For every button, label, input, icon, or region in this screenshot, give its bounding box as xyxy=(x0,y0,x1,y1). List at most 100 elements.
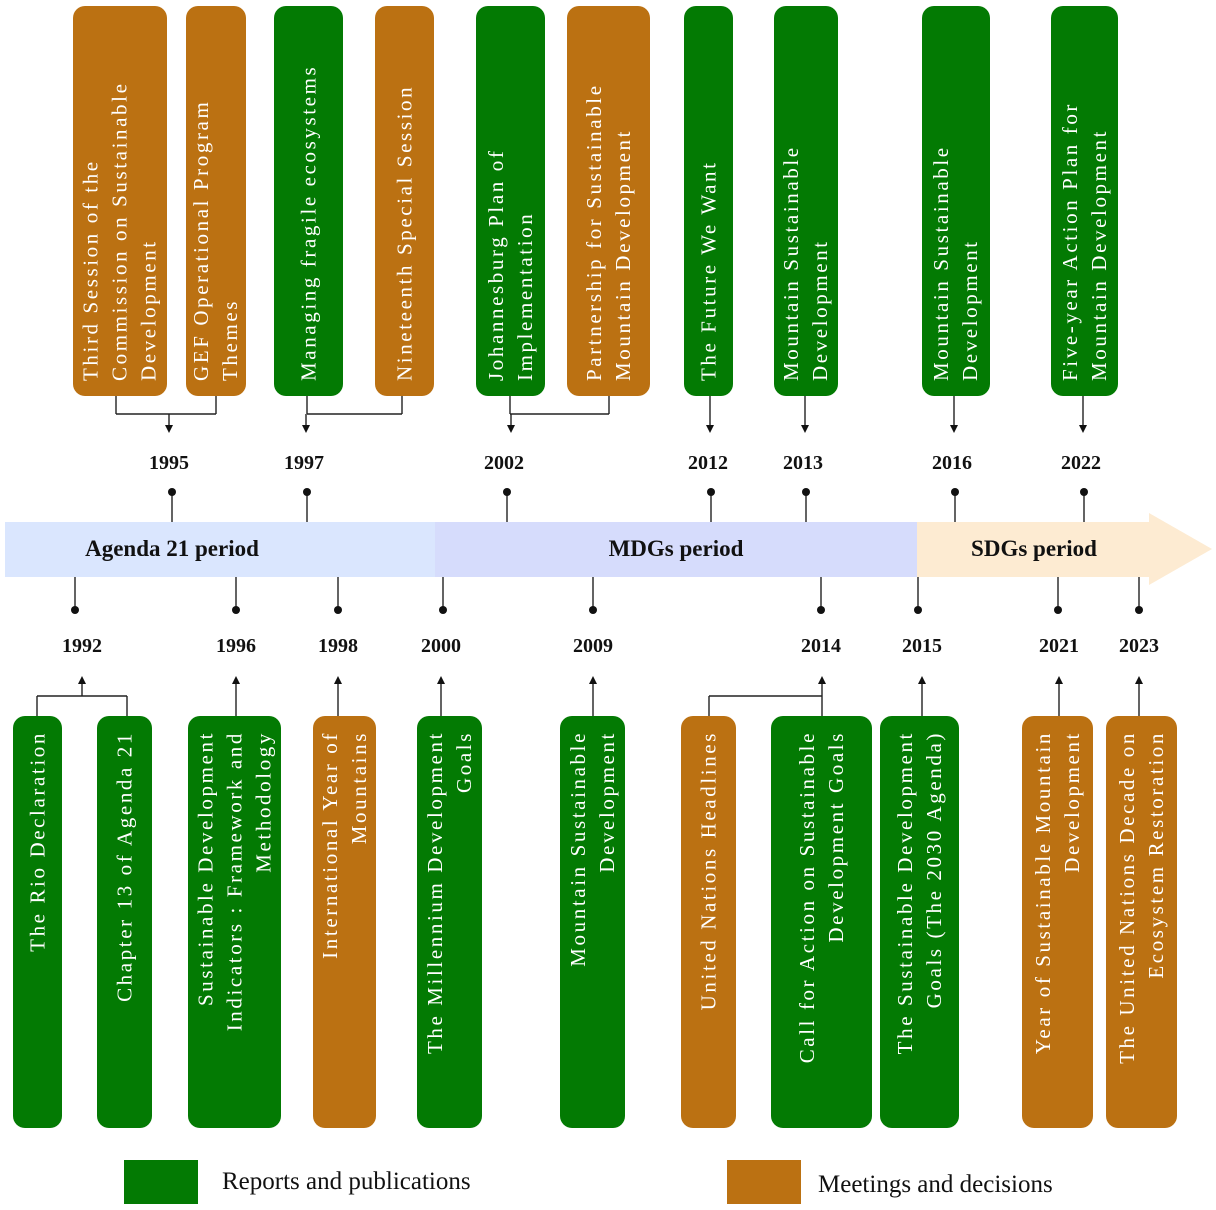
marker-dot xyxy=(589,606,597,614)
event-title: Nineteenth Special Session xyxy=(392,84,416,381)
arrow-up-icon xyxy=(589,676,597,684)
period-label-sdgs: SDGs period xyxy=(971,536,1097,561)
event-title: Chapter 13 of Agenda 21 xyxy=(112,731,136,1002)
event-title: International Year of Mountains xyxy=(317,731,371,959)
marker-dot xyxy=(334,606,342,614)
marker-dot xyxy=(802,488,810,496)
report-box: Five-year Action Plan for Mountain Devel… xyxy=(1051,6,1118,396)
arrow-down-icon xyxy=(165,425,173,433)
period-label-mdgs: MDGs period xyxy=(608,536,744,561)
event-title: Mountain Sustainable Development xyxy=(565,731,619,967)
marker-dot xyxy=(1080,488,1088,496)
legend-label-meetings: Meetings and decisions xyxy=(818,1171,1053,1198)
arrow-down-icon xyxy=(1079,425,1087,433)
marker-dot xyxy=(503,488,511,496)
event-title: United Nations Headlines xyxy=(696,731,720,1011)
event-title: The Rio Declaration xyxy=(25,731,49,952)
arrow-up-icon xyxy=(1135,676,1143,684)
meeting-box: Year of Sustainable Mountain Development xyxy=(1022,716,1093,1128)
marker-dot xyxy=(232,606,240,614)
marker-dot xyxy=(817,606,825,614)
meeting-box: Partnership for Sustainable Mountain Dev… xyxy=(567,6,650,396)
year-label: 2013 xyxy=(783,452,823,474)
year-label: 2000 xyxy=(421,635,461,657)
arrow-down-icon xyxy=(950,425,958,433)
marker-dot xyxy=(707,488,715,496)
year-label: 1995 xyxy=(149,452,189,474)
event-title: Sustainable Development Indicators : Fra… xyxy=(193,731,275,1032)
marker-dot xyxy=(1054,606,1062,614)
year-label: 2012 xyxy=(688,452,728,474)
report-box: Mountain Sustainable Development xyxy=(560,716,625,1128)
event-title: Managing fragile ecosystems xyxy=(296,64,320,381)
report-box: The Rio Declaration xyxy=(13,716,62,1128)
year-label: 1992 xyxy=(62,635,102,657)
event-title: Year of Sustainable Mountain Development xyxy=(1030,731,1084,1055)
report-box: The Sustainable Development Goals (The 2… xyxy=(880,716,959,1128)
year-label: 2023 xyxy=(1119,635,1159,657)
event-title: Five-year Action Plan for Mountain Devel… xyxy=(1057,101,1111,381)
event-title: Third Session of the Commission on Susta… xyxy=(78,81,161,381)
arrow-down-icon xyxy=(507,425,515,433)
event-title: GEF Operational Program Themes xyxy=(189,99,242,381)
meeting-box: United Nations Headlines xyxy=(681,716,736,1128)
arrow-down-icon xyxy=(801,425,809,433)
year-label: 1996 xyxy=(216,635,256,657)
meeting-box: International Year of Mountains xyxy=(313,716,376,1128)
legend-swatch-meetings xyxy=(727,1160,801,1204)
arrow-up-icon xyxy=(818,676,826,684)
marker-dot xyxy=(914,606,922,614)
event-title: Johannesburg Plan of Implementation xyxy=(483,148,537,381)
meeting-box: Third Session of the Commission on Susta… xyxy=(73,6,167,396)
marker-dot xyxy=(951,488,959,496)
marker-dot xyxy=(303,488,311,496)
report-box: Johannesburg Plan of Implementation xyxy=(476,6,545,396)
marker-dot xyxy=(1135,606,1143,614)
event-title: The Sustainable Development Goals (The 2… xyxy=(892,731,946,1055)
meeting-box: Nineteenth Special Session xyxy=(375,6,434,396)
period-label-agenda21: Agenda 21 period xyxy=(85,536,259,561)
event-title: The Millennium Development Goals xyxy=(422,731,476,1055)
legend-swatch-reports xyxy=(124,1160,198,1204)
arrow-up-icon xyxy=(1055,676,1063,684)
arrow-up-icon xyxy=(334,676,342,684)
arrow-down-icon xyxy=(302,425,310,433)
event-title: Partnership for Sustainable Mountain Dev… xyxy=(581,83,635,381)
marker-dot xyxy=(168,488,176,496)
year-label: 2021 xyxy=(1039,635,1079,657)
legend-label-reports: Reports and publications xyxy=(222,1168,471,1195)
meeting-box: The United Nations Decade on Ecosystem R… xyxy=(1106,716,1177,1128)
year-label: 2022 xyxy=(1061,452,1101,474)
report-box: The Millennium Development Goals xyxy=(417,716,482,1128)
period-band-sdgs xyxy=(917,522,1149,577)
report-box: Call for Action on Sustainable Developme… xyxy=(771,716,872,1128)
arrow-up-icon xyxy=(78,676,86,684)
event-title: The United Nations Decade on Ecosystem R… xyxy=(1114,731,1168,1064)
event-title: Call for Action on Sustainable Developme… xyxy=(794,731,848,1064)
year-label: 2015 xyxy=(902,635,942,657)
report-box: Mountain Sustainable Development xyxy=(774,6,838,396)
event-title: Mountain Sustainable Development xyxy=(929,145,982,381)
year-label: 1998 xyxy=(318,635,358,657)
arrow-down-icon xyxy=(706,425,714,433)
year-label: 2016 xyxy=(932,452,972,474)
period-band-agenda21 xyxy=(5,522,435,577)
year-label: 2009 xyxy=(573,635,613,657)
marker-dot xyxy=(439,606,447,614)
report-box: Chapter 13 of Agenda 21 xyxy=(97,716,152,1128)
report-box: Mountain Sustainable Development xyxy=(922,6,990,396)
marker-dot xyxy=(71,606,79,614)
report-box: The Future We Want xyxy=(684,6,733,396)
arrow-up-icon xyxy=(437,676,445,684)
event-title: Mountain Sustainable Development xyxy=(779,145,832,381)
period-band-mdgs xyxy=(435,522,917,577)
year-label: 2002 xyxy=(484,452,524,474)
report-box: Managing fragile ecosystems xyxy=(274,6,343,396)
report-box: Sustainable Development Indicators : Fra… xyxy=(188,716,281,1128)
year-label: 1997 xyxy=(284,452,324,474)
meeting-box: GEF Operational Program Themes xyxy=(186,6,246,396)
arrow-up-icon xyxy=(918,676,926,684)
event-title: The Future We Want xyxy=(696,160,720,381)
year-label: 2014 xyxy=(801,635,841,657)
